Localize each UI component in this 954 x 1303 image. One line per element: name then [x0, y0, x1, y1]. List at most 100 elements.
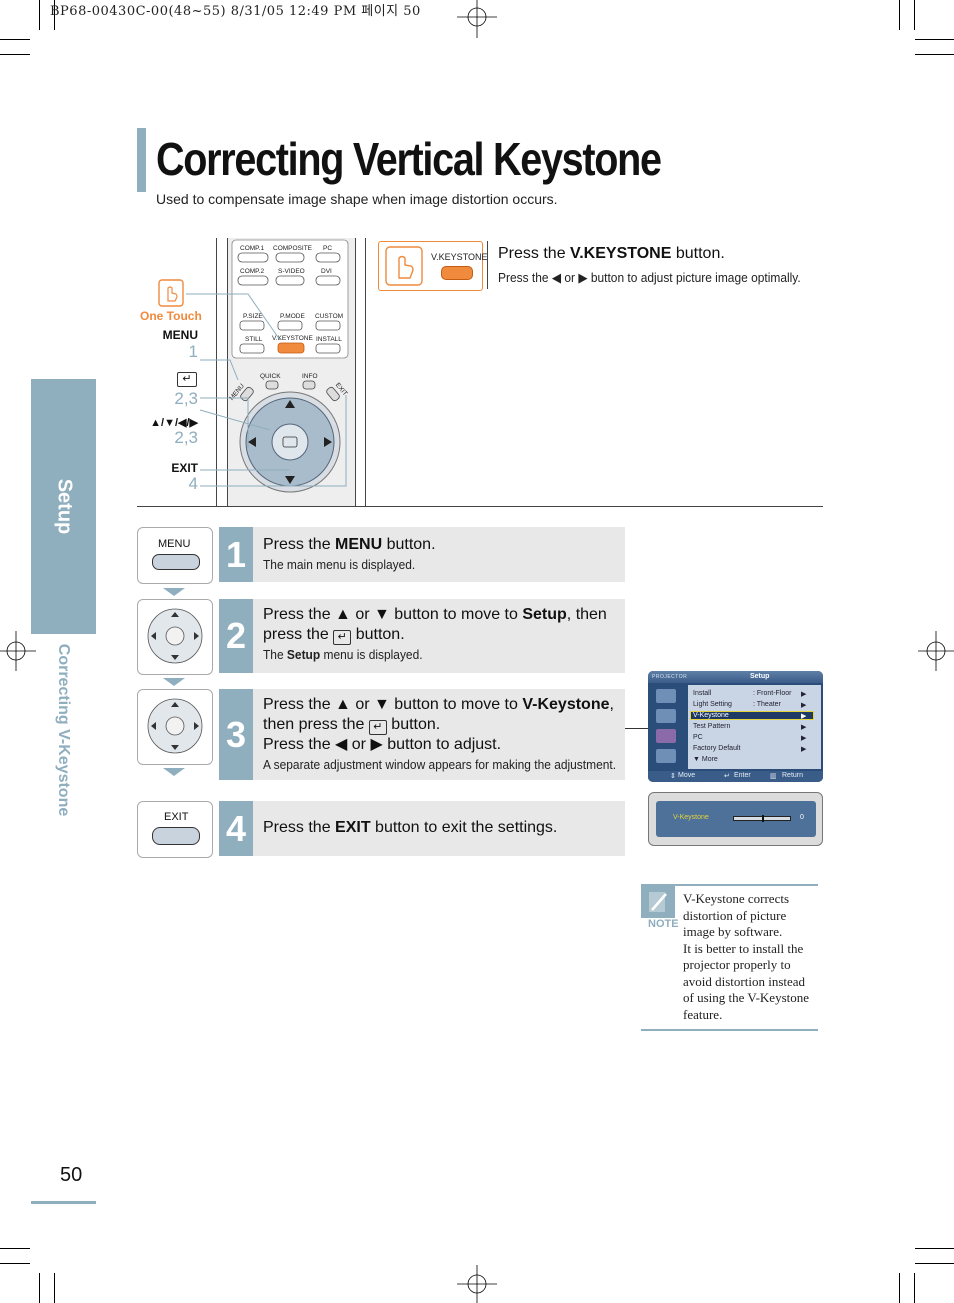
- one-touch-divider: [487, 241, 488, 289]
- osd-row-install: Install: Front-Floor▶: [693, 690, 807, 698]
- note-line: distortion of picture: [683, 907, 787, 923]
- crop-mark: [0, 1263, 30, 1264]
- osd-footer-return: Return: [782, 772, 804, 779]
- osd-enter-icon: ↵: [724, 773, 730, 780]
- step-arrow: [163, 678, 185, 686]
- remote-control: COMP.1 COMPOSITE PC COMP.2 S-VIDEO DVI P…: [228, 238, 355, 506]
- crop-mark: [0, 39, 30, 40]
- step2-sub-prefix: The: [263, 647, 287, 662]
- menu-button-shape: [152, 554, 200, 570]
- step1-number: 1: [219, 527, 253, 582]
- registration-mark: [0, 631, 36, 671]
- exit-button-shape: [152, 827, 200, 845]
- step3-line2-prefix: then press the: [263, 716, 369, 733]
- crop-mark: [914, 0, 915, 30]
- side-tab-label-wrap: Setup: [31, 379, 96, 634]
- osd-title: Setup: [750, 673, 770, 680]
- step1-subtext: The main menu is displayed.: [263, 557, 416, 572]
- remote-menu-step: 1: [188, 342, 198, 361]
- osd-vkeystone-adjust: V-Keystone 0: [648, 792, 823, 846]
- step3-line3: Press the ◀ or ▶ button to adjust.: [263, 736, 502, 753]
- section-rule: [137, 506, 823, 507]
- note-text: V-Keystone corrects distortion of pictur…: [683, 891, 817, 1023]
- crop-mark: [915, 1263, 954, 1264]
- osd-brand: PROJECTOR: [652, 674, 688, 680]
- note-line: It is better to install the: [683, 940, 804, 956]
- remote-label-composite: COMPOSITE: [273, 245, 313, 252]
- note-line: avoid distortion instead: [683, 973, 806, 989]
- step3-line1-prefix: Press the ▲ or ▼ button to move to: [263, 696, 523, 713]
- remote-label-svideo: S-VIDEO: [278, 268, 305, 275]
- step3-icon-box: [137, 689, 213, 765]
- step3-line1-suffix: ,: [609, 696, 614, 713]
- step2-line2-suffix: button.: [351, 626, 405, 643]
- step-arrow: [163, 768, 185, 776]
- step1-icon-box: MENU: [137, 527, 213, 584]
- osd-top-bar: [648, 671, 823, 683]
- title-accent-bar: [137, 128, 146, 192]
- hand-press-icon: [385, 246, 423, 286]
- side-subtitle-wrap: Correcting V-Keystone: [31, 644, 96, 816]
- remote-exit-step: 4: [188, 474, 198, 493]
- osd-adjust-slider: [733, 815, 791, 822]
- crop-mark: [54, 0, 55, 30]
- step2-line1-suffix: , then: [566, 606, 607, 623]
- remote-divider-left2: [227, 238, 228, 506]
- vkeystone-button-shape: [441, 266, 473, 280]
- step4-number: 4: [219, 801, 253, 856]
- osd-adjust-inner: V-Keystone 0: [656, 801, 816, 837]
- remote-label-pmode: P.MODE: [280, 313, 305, 320]
- step3-osd-connector: [625, 728, 649, 729]
- remote-label-psize: P.SIZE: [243, 313, 263, 320]
- osd-footer-move: Move: [678, 772, 696, 779]
- crop-mark: [39, 0, 40, 30]
- page-subtitle: Used to compensate image shape when imag…: [156, 191, 558, 207]
- step3-line1-bold: V-Keystone: [522, 696, 610, 713]
- remote-menu-label: MENU: [162, 328, 198, 342]
- remote-label-comp2: COMP.2: [240, 268, 264, 275]
- crop-mark: [0, 54, 30, 55]
- step2-icon-box: [137, 599, 213, 675]
- one-touch-main-prefix: Press the: [498, 245, 571, 262]
- print-header: BP68-00430C-00(48~55) 8/31/05 12:49 PM 페…: [50, 4, 421, 19]
- remote-label-comp1: COMP.1: [240, 245, 264, 252]
- osd-row-factory-default: Factory Default▶: [693, 745, 807, 753]
- step3-line2-suffix: button.: [386, 716, 441, 733]
- osd-adjust-value: 0: [800, 814, 804, 821]
- remote-label-quick: QUICK: [260, 373, 281, 380]
- step2-number: 2: [219, 599, 253, 673]
- step1-body: Press the MENU button. The main menu is …: [253, 527, 625, 582]
- osd-move-icon: ⇕: [670, 773, 676, 780]
- note-pencil-icon: [641, 886, 675, 918]
- step2-body: Press the ▲ or ▼ button to move to Setup…: [253, 599, 625, 673]
- step4-main-prefix: Press the: [263, 819, 336, 836]
- osd-row-pc: PC▶: [693, 734, 807, 742]
- step2-line2-prefix: press the: [263, 626, 334, 643]
- note-line: of using the V-Keystone: [683, 990, 810, 1005]
- remote-nav-label: ▲/▼/◀/▶: [150, 417, 198, 429]
- step3-body: Press the ▲ or ▼ button to move to V-Key…: [253, 689, 625, 780]
- remote-label-install: INSTALL: [316, 336, 342, 343]
- page-number: 50: [60, 1164, 83, 1186]
- osd-row-light-setting: Light Setting: Theater▶: [693, 701, 807, 709]
- step1-main-bold: MENU: [335, 536, 383, 553]
- side-tab-label: Setup: [53, 478, 75, 535]
- one-touch-main-suffix: button.: [671, 245, 725, 262]
- remote-divider-left: [216, 238, 217, 506]
- step1-main-prefix: Press the: [263, 536, 336, 553]
- step2-sub-suffix: menu is displayed.: [320, 647, 423, 662]
- crop-mark: [39, 1273, 40, 1303]
- osd-icon-column: [650, 685, 684, 769]
- remote-label-custom: CUSTOM: [315, 313, 343, 320]
- step2-line1-bold: Setup: [522, 606, 567, 623]
- crop-mark: [915, 39, 954, 40]
- remote-enter-step: 2,3: [174, 389, 198, 408]
- step2-sub-bold: Setup: [286, 647, 321, 662]
- menu-button-label: MENU: [158, 538, 191, 550]
- registration-mark: [457, 0, 497, 38]
- osd-adjust-slider-knob: [762, 815, 764, 822]
- one-touch-main-bold: V.KEYSTONE: [570, 245, 672, 262]
- crop-mark: [914, 1273, 915, 1303]
- remote-divider-right2: [365, 238, 366, 506]
- registration-mark: [918, 631, 954, 671]
